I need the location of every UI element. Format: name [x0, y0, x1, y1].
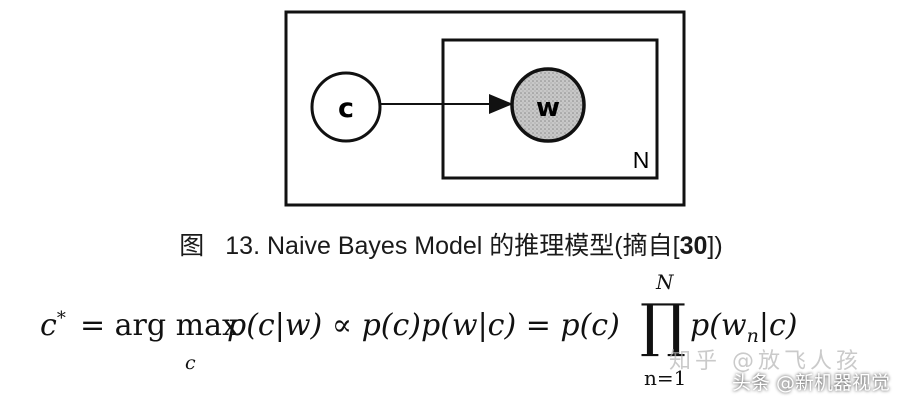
figure-number: 13. [225, 232, 261, 260]
formula-argmax-sub: c [185, 352, 196, 374]
figure-prefix: 图 [179, 232, 205, 260]
bayes-formula: c* = arg max c p(c|w) ∝ p(c)p(w|c) = p(c… [40, 270, 860, 392]
outer-frame [284, 10, 686, 207]
plate-n [441, 38, 659, 180]
node-w [510, 67, 586, 143]
formula-argmax: = arg max [80, 308, 239, 343]
figure-caption: 图 13. Naive Bayes Model 的推理模型(摘自[30]) [0, 226, 902, 262]
formula-lhs: c* [40, 308, 66, 343]
formula-product-term: p(wn|c) [690, 308, 798, 347]
formula-main-terms: p(c|w) ∝ p(c)p(w|c) = p(c) [227, 308, 620, 343]
figure-ref: 30 [679, 232, 708, 260]
figure-suffix: ]) [707, 232, 723, 260]
faint-watermark: 知乎 @放飞人孩 [669, 349, 862, 374]
node-c [310, 71, 382, 143]
plate-label: N [633, 147, 650, 173]
product-symbol: ∏ [640, 291, 687, 359]
naive-bayes-graphical-model: c w N [284, 10, 686, 207]
product-upper-limit: N [656, 270, 674, 294]
figure-title: Naive Bayes Model 的推理模型(摘自[ [266, 232, 680, 260]
product-lower-limit: n=1 [644, 366, 687, 390]
node-w-label: w [536, 93, 560, 123]
credit-watermark: 头条 @新机器视觉 [731, 372, 890, 394]
node-c-label: c [338, 93, 354, 124]
